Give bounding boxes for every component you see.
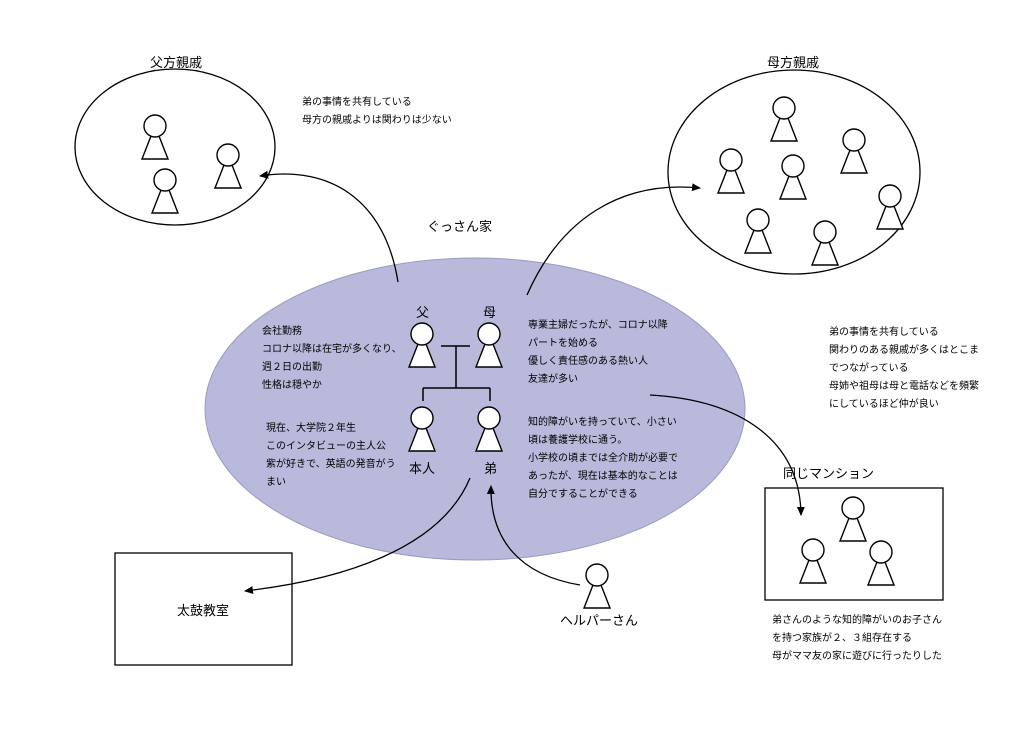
arrow-to-taiko [244,477,471,595]
mother-note: 専業主婦だったが、コロナ以降パートを始める優しく責任感のある熱い人友達が多い [528,320,668,385]
arrow-to-mansion [649,394,805,516]
family-title: ぐっさん家 [427,220,493,235]
paternal-relatives-circle [74,68,276,226]
brother-note: 知的障がいを持っていて、小さい頃は養護学校に通う。小学校の頃までは全介助が必要で… [528,417,678,500]
self-icon [407,406,437,452]
father-label: 父 [416,306,430,321]
helper-icon [582,563,612,609]
father-icon [407,322,437,368]
helper-label: ヘルパーさん [560,614,639,629]
family-connector [422,345,491,401]
maternal-relative-icon [839,128,869,174]
mansion-note: 弟さんのような知的障がいのお子さんを持つ家族が２、３組存在する母がママ友の家に遊… [772,615,942,662]
neighbor-icon [838,496,868,542]
maternal-note: 弟の事情を共有している関わりのある親戚が多くはとこまでつながっている母姉や祖母は… [829,327,979,410]
paternal-relative-icon [213,143,243,189]
self-note: 現在、大学院２年生このインタビューの主人公紫が好きで、英語の発音がうまい [266,423,396,488]
taiko-class-box [114,552,293,666]
mansion-title: 同じマンション [783,467,875,482]
maternal-relative-icon [743,208,773,254]
maternal-relative-icon [716,148,746,194]
mother-label: 母 [483,306,497,321]
arrow-to-paternal [259,170,399,283]
family-ellipse [204,257,746,561]
mother-icon [474,322,504,368]
paternal-relative-icon [140,114,170,160]
paternal-note: 弟の事情を共有している母方の親戚よりは関わりは少ない [302,97,452,126]
maternal-relative-icon [778,154,808,200]
paternal-title: 父方親戚 [150,56,203,71]
maternal-relative-icon [875,184,905,230]
maternal-title: 母方親戚 [767,56,820,71]
father-note: 会社勤務コロナ以降は在宅が多くなり、週２日の出勤性格は穏やか [262,326,402,391]
maternal-relative-icon [810,220,840,266]
neighbor-icon [798,538,828,584]
maternal-relative-icon [769,96,799,142]
paternal-relative-icon [150,168,180,214]
arrow-from-helper [486,485,581,586]
self-label: 本人 [409,462,436,477]
brother-label: 弟 [484,462,498,477]
taiko-class-title: 太鼓教室 [177,604,230,619]
neighbor-icon [866,540,896,586]
arrow-to-maternal [526,183,701,296]
relationship-arrows [244,170,805,595]
brother-icon [474,406,504,452]
